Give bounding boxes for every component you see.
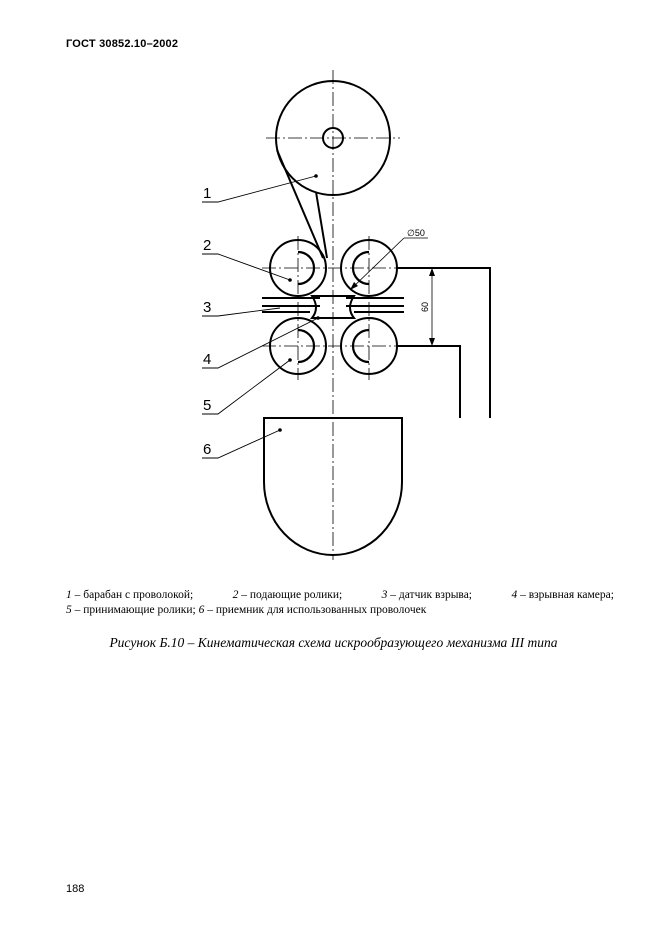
document-header: ГОСТ 30852.10–2002 xyxy=(66,38,179,50)
legend-item: 3 – датчик взрыва; xyxy=(381,589,473,601)
label-3: 3 xyxy=(203,299,211,316)
label-4: 4 xyxy=(203,351,211,368)
legend-item: 4 – взрывная камера; xyxy=(511,589,614,601)
exhaust-duct xyxy=(396,267,491,418)
legend-item: 2 – подающие ролики; xyxy=(232,589,343,601)
wire-receiver xyxy=(263,417,403,556)
legend-item: 6 – приемник для использованных проволоч… xyxy=(198,604,427,616)
label-2: 2 xyxy=(203,237,211,254)
label-5: 5 xyxy=(203,397,211,414)
wire-left xyxy=(276,149,324,259)
explosion-chamber xyxy=(309,295,357,319)
figure-legend: 1 – барабан с проволокой; 2 – подающие р… xyxy=(66,588,614,618)
diameter-dimension: ∅50 xyxy=(407,228,425,238)
wire-right xyxy=(315,191,328,259)
figure-caption: Рисунок Б.10 – Кинематическая схема искр… xyxy=(109,635,558,650)
page-number: 188 xyxy=(66,883,85,895)
height-dimension: 60 xyxy=(420,302,430,312)
legend-item: 1 – барабан с проволокой; xyxy=(66,589,194,601)
diagram-svg: ∅50 60 1 2 3 4 5 6 xyxy=(202,70,491,560)
legend-item: 5 – принимающие ролики; xyxy=(66,604,196,616)
label-6: 6 xyxy=(203,441,211,458)
legend-line-2: 5 – принимающие ролики; 6 – приемник для… xyxy=(66,603,614,618)
label-1: 1 xyxy=(203,185,211,202)
legend-line-1: 1 – барабан с проволокой; 2 – подающие р… xyxy=(66,588,614,603)
kinematic-diagram: ∅50 60 1 2 3 4 5 6 xyxy=(202,70,491,560)
